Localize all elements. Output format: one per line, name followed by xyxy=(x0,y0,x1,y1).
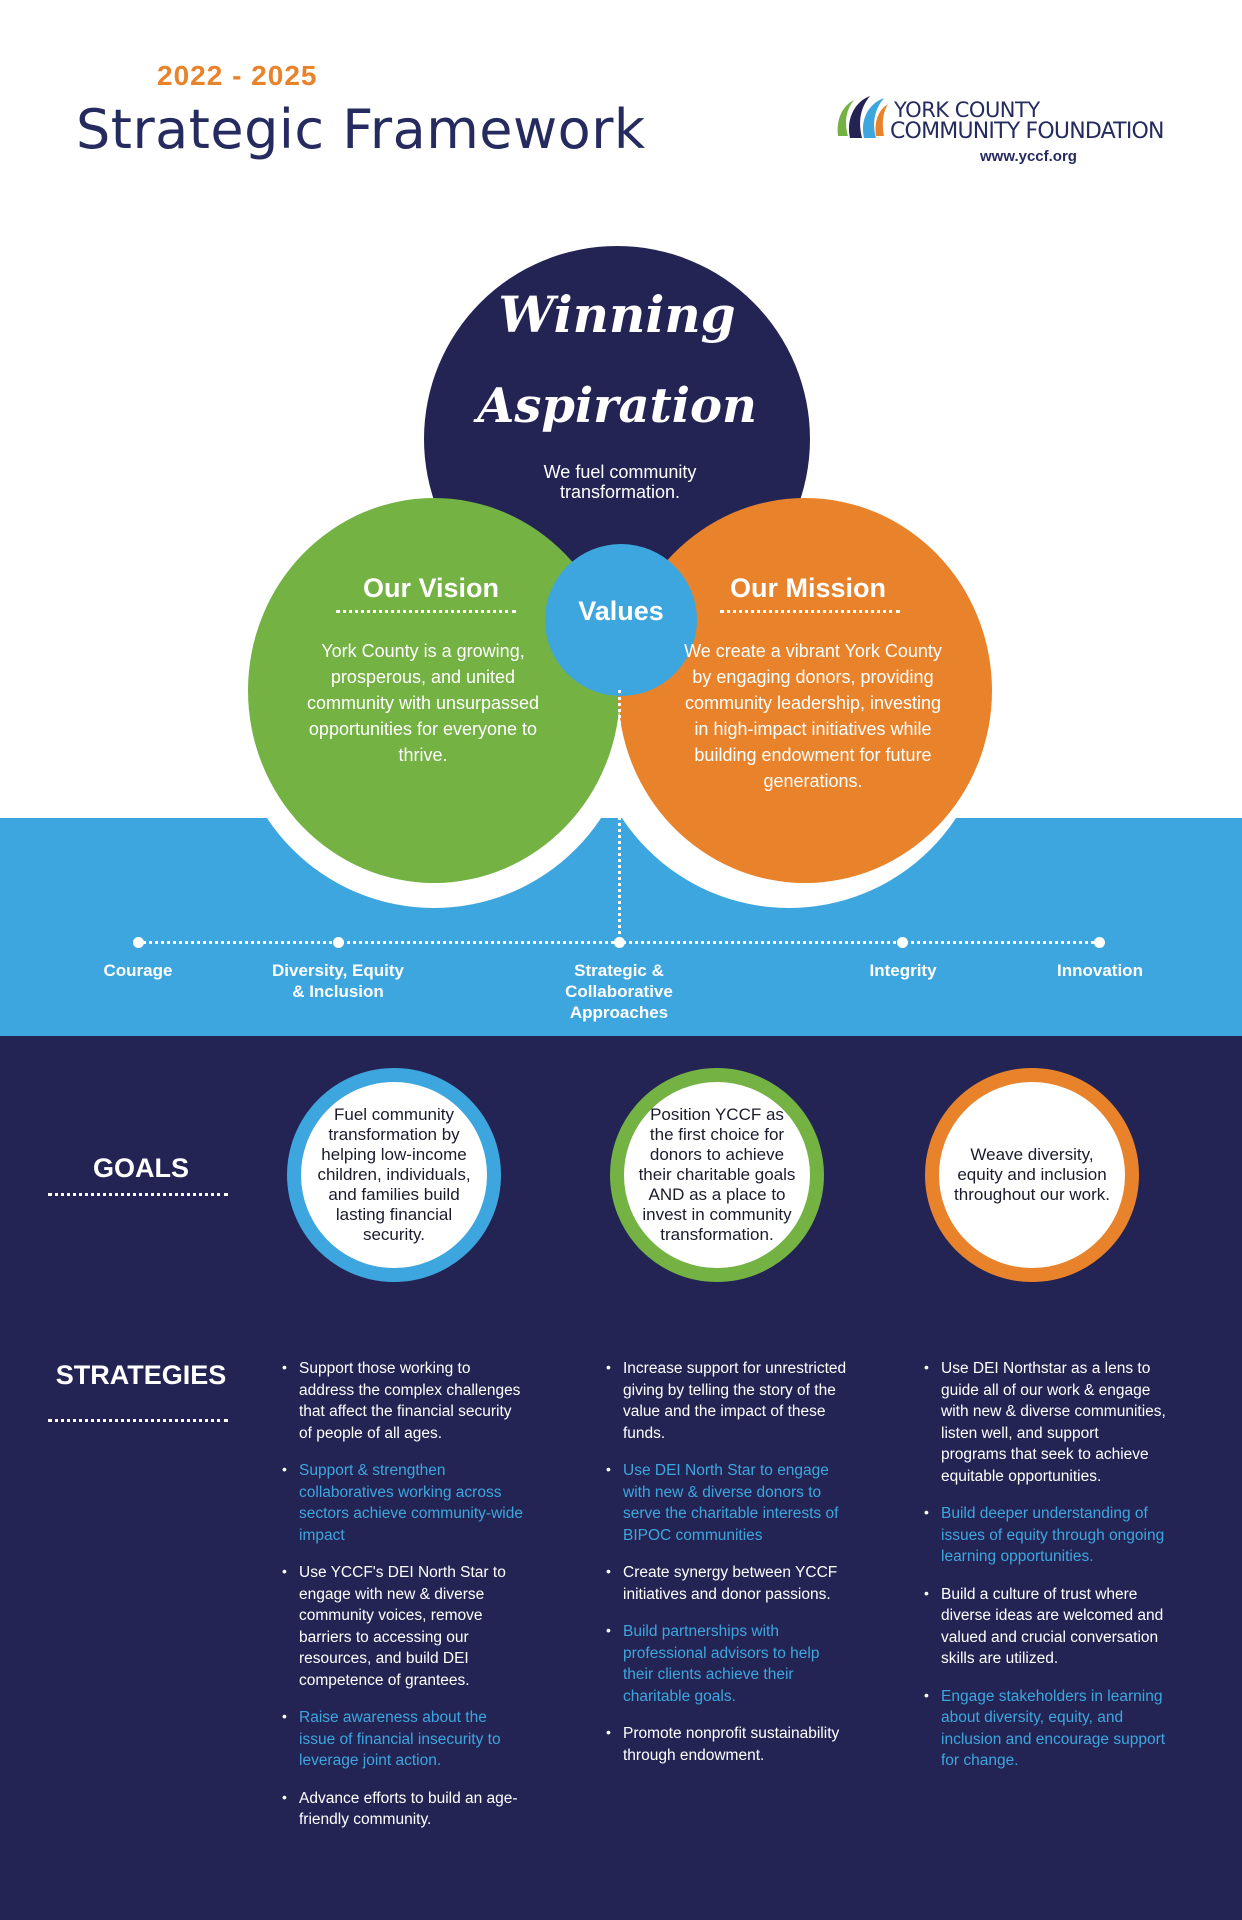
years-heading: 2022 - 2025 xyxy=(157,60,318,91)
vision-text: York County is a growing, prosperous, an… xyxy=(306,641,540,765)
strategy-item: Advance efforts to build an age-friendly… xyxy=(280,1787,526,1831)
strategies-heading: STRATEGIES xyxy=(55,1360,227,1390)
values-circle xyxy=(545,544,697,696)
strategy-item: Engage stakeholders in learning about di… xyxy=(922,1685,1168,1772)
values-connector-vertical xyxy=(618,690,621,940)
strategy-item: Create synergy between YCCF initiatives … xyxy=(604,1561,850,1605)
strategy-item: Use YCCF's DEI North Star to engage with… xyxy=(280,1561,526,1691)
strategy-item: Support & strengthen collaboratives work… xyxy=(280,1459,526,1546)
value-dot-courage xyxy=(133,937,144,948)
goal-circle-2: Position YCCF as the first choice for do… xyxy=(610,1068,824,1282)
strategy-item: Build a culture of trust where diverse i… xyxy=(922,1583,1168,1670)
vision-circle xyxy=(248,498,620,883)
strategies-divider xyxy=(48,1419,228,1422)
goal-text-3: Weave diversity, equity and inclusion th… xyxy=(954,1145,1110,1204)
strategy-item: Use DEI Northstar as a lens to guide all… xyxy=(922,1357,1168,1487)
strategy-item: Build partnerships with professional adv… xyxy=(604,1620,850,1707)
yccf-logo-icon xyxy=(837,96,888,138)
logo-text-line1: YORK COUNTY xyxy=(894,98,1040,122)
aspiration-title-line1: Winning xyxy=(498,285,736,344)
strategy-item: Increase support for unrestricted giving… xyxy=(604,1357,850,1444)
goal-text-2: Position YCCF as the first choice for do… xyxy=(638,1105,796,1244)
vision-divider xyxy=(336,610,516,613)
goal-circle-1: Fuel community transformation by helping… xyxy=(287,1068,501,1282)
goals-divider xyxy=(48,1193,228,1196)
logo-text-line2: COMMUNITY FOUNDATION xyxy=(890,119,1164,144)
value-dot-strategic xyxy=(614,937,625,948)
value-label-integrity: Integrity xyxy=(869,961,937,980)
mission-circle xyxy=(618,498,992,883)
aspiration-text: We fuel community transformation. xyxy=(543,462,697,502)
value-label-strategic: Strategic & Collaborative Approaches xyxy=(565,961,673,1022)
strategy-item: Build deeper understanding of issues of … xyxy=(922,1502,1168,1568)
mission-divider xyxy=(720,610,900,613)
strategy-item: Raise awareness about the issue of finan… xyxy=(280,1706,526,1772)
value-dot-innovation xyxy=(1094,937,1105,948)
strategy-item: Support those working to address the com… xyxy=(280,1357,526,1444)
mission-title: Our Mission xyxy=(729,573,886,603)
goals-heading: GOALS xyxy=(92,1153,189,1183)
page-title: Strategic Framework xyxy=(76,98,646,161)
values-band xyxy=(0,818,1242,1036)
vision-title: Our Vision xyxy=(362,573,500,603)
goal-circle-3: Weave diversity, equity and inclusion th… xyxy=(925,1068,1139,1282)
strategy-item: Use DEI North Star to engage with new & … xyxy=(604,1459,850,1546)
value-label-dei: Diversity, Equity & Inclusion xyxy=(272,961,404,1001)
mission-text: We create a vibrant York County by engag… xyxy=(684,641,942,791)
logo-url: www.yccf.org xyxy=(980,148,1077,165)
strategy-item: Promote nonprofit sustainability through… xyxy=(604,1722,850,1766)
strategy-column-2: Increase support for unrestricted giving… xyxy=(604,1357,850,1782)
value-dot-dei xyxy=(333,937,344,948)
values-label: Values xyxy=(578,596,664,626)
strategy-column-1: Support those working to address the com… xyxy=(280,1357,526,1847)
strategy-column-3: Use DEI Northstar as a lens to guide all… xyxy=(922,1357,1168,1788)
value-label-innovation: Innovation xyxy=(1057,961,1143,980)
goal-text-1: Fuel community transformation by helping… xyxy=(317,1105,471,1244)
value-label-courage: Courage xyxy=(103,961,173,980)
aspiration-title-line2: Aspiration xyxy=(477,378,757,434)
value-dot-integrity xyxy=(897,937,908,948)
